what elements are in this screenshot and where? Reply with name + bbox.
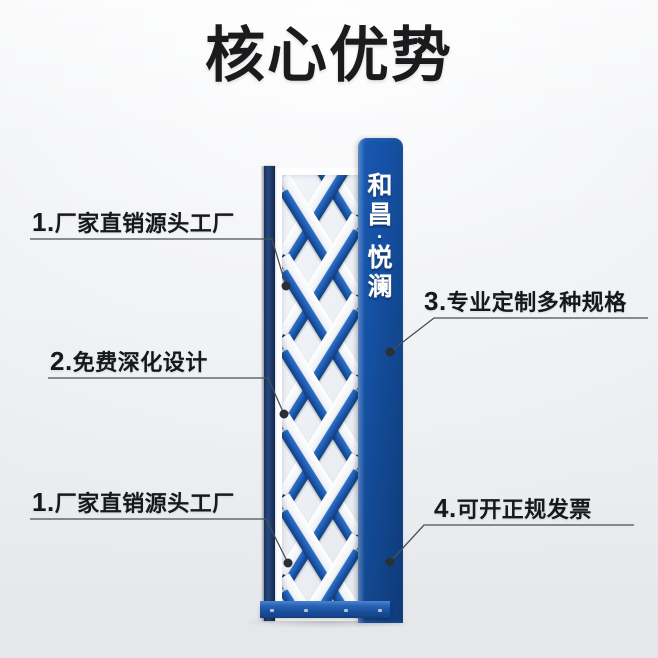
callout-1-label: 1.厂家直销源头工厂 xyxy=(32,206,235,238)
sign-vertical-char: 昌 xyxy=(367,201,394,229)
leader-line-1 xyxy=(30,238,287,287)
leader-line-3 xyxy=(389,317,648,353)
sign-vertical-char: · xyxy=(377,227,384,247)
leader-line-4 xyxy=(30,518,289,564)
base-bolt xyxy=(304,609,308,612)
base-bolt xyxy=(270,609,274,612)
sign-left-post xyxy=(264,166,275,621)
sign-vertical-char: 澜 xyxy=(367,273,394,302)
callout-4-label: 4.可开正规发票 xyxy=(434,492,592,524)
callout-1-lower-label: 1.厂家直销源头工厂 xyxy=(32,486,235,518)
callout-1: 1.厂家直销源头工厂 xyxy=(32,206,235,238)
page-title: 核心优势 xyxy=(205,22,453,89)
callout-3-label: 3.专业定制多种规格 xyxy=(424,285,627,317)
sign-lattice-inner xyxy=(282,175,359,611)
monument-sign: 和昌·悦澜 xyxy=(258,138,408,630)
sign-vertical-char: 悦 xyxy=(367,244,394,273)
sign-base-plate xyxy=(260,605,390,618)
callout-1-lower: 1.厂家直销源头工厂 xyxy=(32,486,235,518)
callout-1-lower-text: 厂家直销源头工厂 xyxy=(54,491,235,516)
callout-1-number: 1. xyxy=(32,207,55,237)
callout-4-text: 可开正规发票 xyxy=(456,497,592,522)
sign-vertical-text: 和昌·悦澜 xyxy=(358,172,403,302)
callout-4: 4.可开正规发票 xyxy=(434,492,592,524)
callout-1-text: 厂家直销源头工厂 xyxy=(54,211,235,236)
base-bolt xyxy=(378,609,382,612)
sign-base-plate-top xyxy=(260,601,390,606)
leader-line-2 xyxy=(48,377,285,415)
callout-2-text: 免费深化设计 xyxy=(72,350,208,375)
callout-3-number: 3. xyxy=(424,286,447,316)
sign-vertical-char: 和 xyxy=(367,172,394,200)
callout-3: 3.专业定制多种规格 xyxy=(424,285,627,317)
leader-line-5 xyxy=(389,524,634,563)
callout-1-lower-number: 1. xyxy=(32,487,55,517)
sign-lattice-panel xyxy=(275,168,365,621)
sign-blue-panel: 和昌·悦澜 xyxy=(358,138,403,623)
base-bolt xyxy=(344,609,348,612)
callout-2-label: 2.免费深化设计 xyxy=(50,345,208,377)
callout-2: 2.免费深化设计 xyxy=(50,345,208,377)
callout-3-text: 专业定制多种规格 xyxy=(446,290,627,315)
callout-4-number: 4. xyxy=(434,493,457,523)
callout-2-number: 2. xyxy=(50,346,73,376)
